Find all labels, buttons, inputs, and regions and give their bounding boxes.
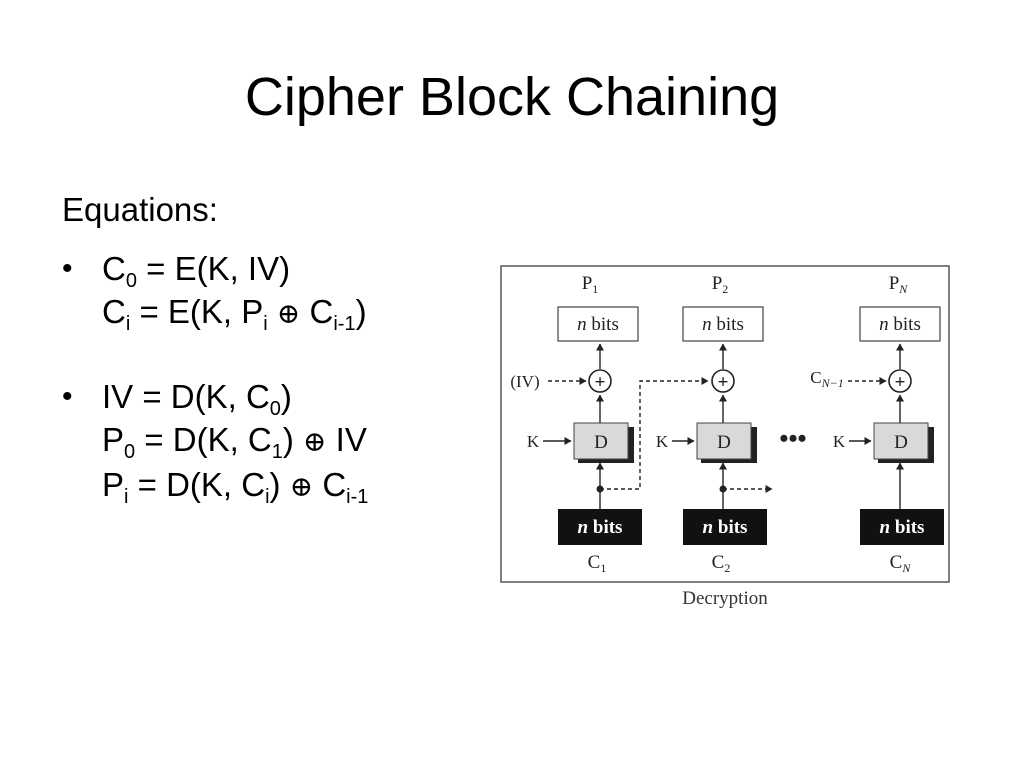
prev-cipher-label: CN−1 [810,368,843,390]
ciphertext-label-n: CN [890,552,912,575]
column-n: PN n bits + CN−1 D K n bits CN [810,273,944,575]
decryption-equations: • IV = D(K, C0) P0 = D(K, C1) ⊕ IV Pi = … [62,375,368,508]
equation-p0: P0 = D(K, C1) ⊕ IV [102,421,367,463]
encryption-equations: • C0 = E(K, IV) Ci = E(K, Pi ⊕ Ci-1) [62,247,368,335]
column-1: P1 n bits + D K (IV) n bits C1 [510,273,709,575]
xor-glyph: + [595,372,606,393]
plaintext-label-n: PN [889,273,909,296]
xor-node-1 [588,369,612,393]
decrypt-label-2: D [717,432,731,453]
cbc-decryption-diagram: P1 n bits + D K (IV) n bits C1 P2 n bits… [500,265,950,583]
slide-title: Cipher Block Chaining [244,67,780,127]
equations-list: • C0 = E(K, IV) Ci = E(K, Pi ⊕ Ci-1) • I… [62,247,368,508]
decrypt-box-n [873,422,929,460]
output-box-label-2: n bits [702,314,744,335]
xor-glyph: + [895,372,906,393]
equation-pi: Pi = D(K, Ci) ⊕ Ci-1 [102,466,369,508]
xor-node-2 [711,369,735,393]
xor-symbol: ⊕ [303,425,327,458]
input-box-1 [558,509,642,545]
decrypt-label-1: D [594,432,608,453]
xor-symbol: ⊕ [276,297,301,330]
plaintext-label-2: P2 [712,273,729,296]
plaintext-label-1: P1 [582,273,599,296]
input-box-2 [683,509,767,545]
ciphertext-label-2: C2 [712,552,731,575]
equation-c0: C0 = E(K, IV) [102,250,291,292]
diagram-caption: Decryption [682,588,768,609]
equation-ci: Ci = E(K, Pi ⊕ Ci-1) [102,293,367,335]
key-label-1: K [527,432,540,451]
key-label-2: K [656,432,669,451]
input-box-label-1: n bits [578,517,623,538]
input-box-label-n: n bits [880,517,925,538]
xor-glyph: + [718,372,729,393]
output-box-label-1: n bits [577,314,619,335]
input-box-n [860,509,944,545]
ciphertext-label-1: C1 [588,552,607,575]
key-label-n: K [833,432,846,451]
equations-heading: Equations: [62,191,218,228]
decrypt-box-1 [573,422,629,460]
xor-symbol: ⊕ [289,470,314,503]
equation-iv: IV = D(K, C0) [102,378,292,420]
output-box-1 [557,306,639,342]
bullet: • [62,380,73,413]
decrypt-label-n: D [894,432,908,453]
column-2: P2 n bits + D K n bits C2 [656,273,773,575]
output-box-n [859,306,941,342]
output-box-label-n: n bits [879,314,921,335]
bullet: • [62,252,73,285]
ellipsis: ••• [779,424,806,453]
input-box-label-2: n bits [703,517,748,538]
decrypt-box-2 [696,422,752,460]
xor-node-n [888,369,912,393]
output-box-2 [682,306,764,342]
iv-label: (IV) [510,372,539,391]
